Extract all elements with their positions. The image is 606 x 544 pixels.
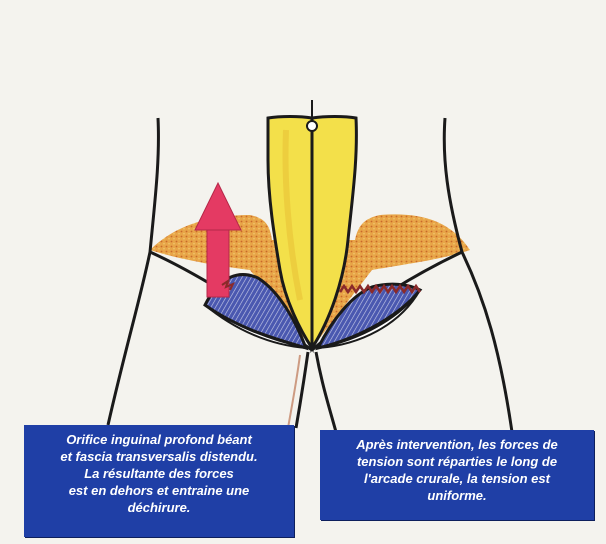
caption-left-line: Orifice inguinal profond béant bbox=[30, 431, 288, 448]
caption-left-line: et fascia transversalis distendu. bbox=[30, 448, 288, 465]
caption-right-box: Après intervention, les forces de tensio… bbox=[320, 430, 594, 520]
caption-left-box: Orifice inguinal profond béant et fascia… bbox=[24, 425, 294, 537]
caption-right-line: uniforme. bbox=[326, 487, 588, 504]
caption-right-line: Après intervention, les forces de bbox=[326, 436, 588, 453]
leg-line-left bbox=[296, 352, 308, 428]
caption-right-line: tension sont réparties le long de bbox=[326, 453, 588, 470]
umbilicus-marker bbox=[307, 121, 317, 131]
caption-right-line: l'arcade crurale, la tension est bbox=[326, 470, 588, 487]
leg-line-right bbox=[316, 352, 336, 432]
caption-left-line: La résultante des forces bbox=[30, 465, 288, 482]
body-outline-left bbox=[108, 118, 158, 425]
caption-left-line: déchirure. bbox=[30, 499, 288, 516]
body-outline-right bbox=[444, 118, 512, 432]
caption-left-line: est en dehors et entraine une bbox=[30, 482, 288, 499]
